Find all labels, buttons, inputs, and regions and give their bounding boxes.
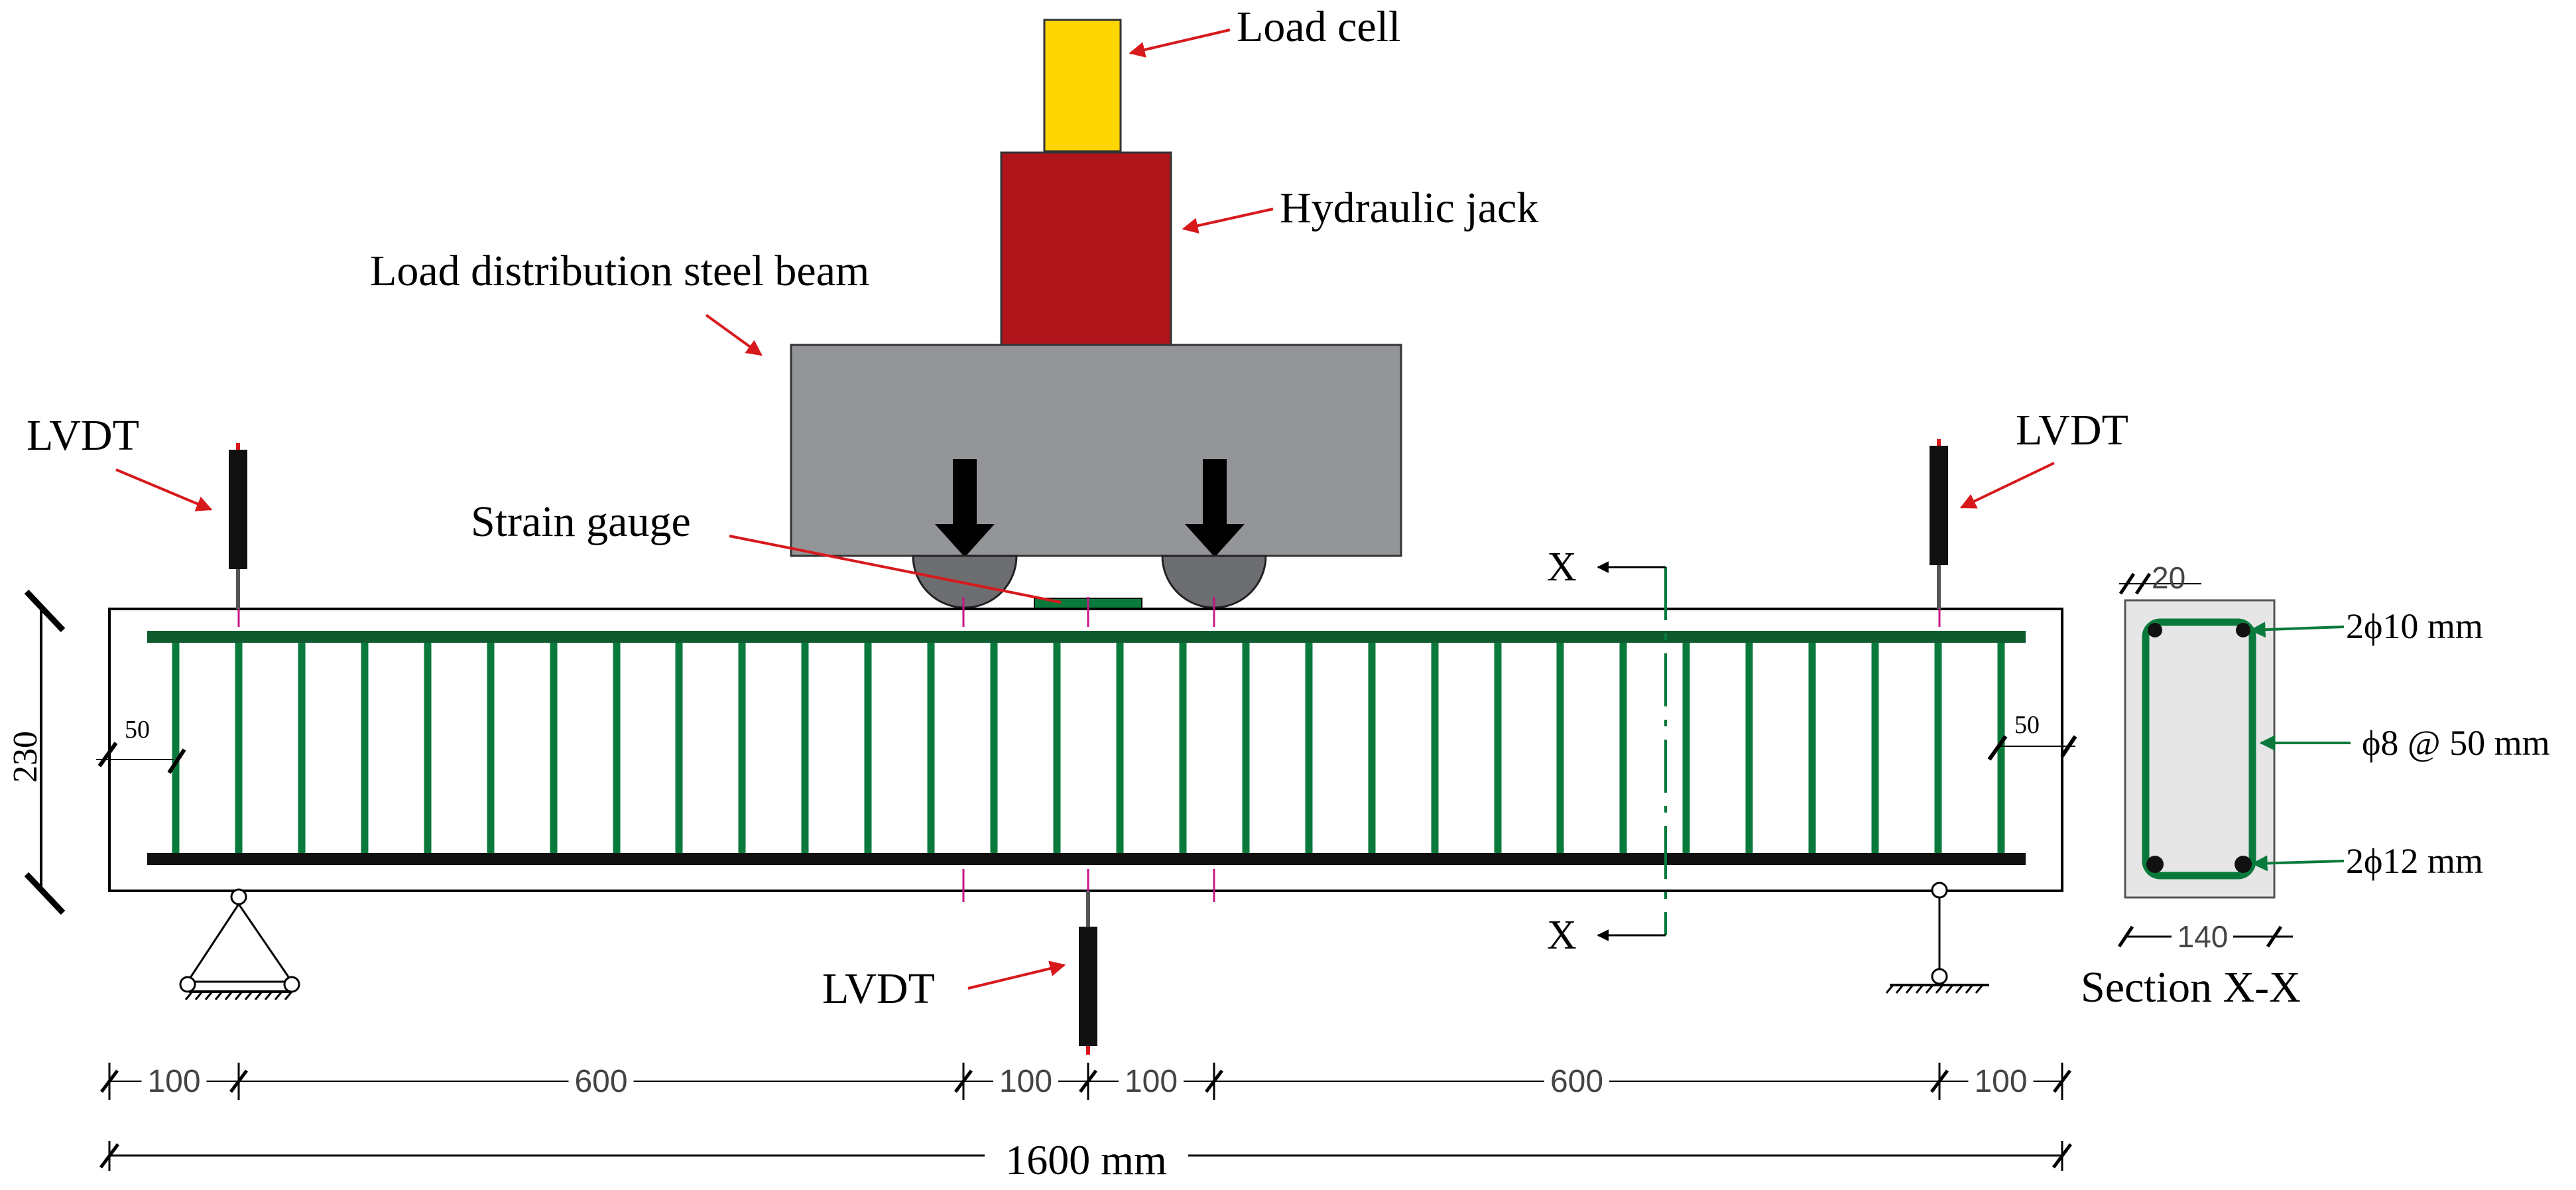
span-dimension-line: 100 600 100 100 600 100 (100, 1063, 2071, 1100)
span-segment-label: 100 (999, 1064, 1052, 1099)
bottom-bar-left (2146, 856, 2164, 873)
section-title: Section X-X (2081, 963, 2301, 1012)
top-bars-label: 2ϕ10 mm (2346, 606, 2483, 646)
lvdt-left-arrow (115, 468, 213, 511)
top-bar-left (2148, 623, 2162, 637)
load-cell (1043, 19, 1122, 153)
top-bar-right (2236, 623, 2250, 637)
lvdt-icon (1930, 439, 1948, 609)
span-tick-slash (100, 1069, 119, 1093)
total-length-label: 1600 mm (1005, 1136, 1167, 1183)
lvdt-icon (1079, 891, 1097, 1055)
stirrups-group (172, 635, 2005, 861)
hydraulic-jack-label: Hydraulic jack (1280, 184, 1538, 232)
span-tick-slash (1205, 1069, 1223, 1093)
span-label-bg (1119, 1065, 1184, 1097)
lvdt-bottom-arrow (967, 960, 1066, 990)
end-spacing-right (1987, 735, 2077, 761)
span-segment-label: 100 (147, 1064, 200, 1099)
lvdt-label-left: LVDT (27, 411, 139, 460)
strain-gauge-arrow (729, 535, 1062, 604)
cross-section-stirrup (2142, 618, 2256, 880)
load-arrow-icon (935, 459, 995, 557)
total-length-dimension (99, 1141, 2073, 1171)
bottom-bars-label: 2ϕ12 mm (2346, 841, 2483, 881)
span-label-bg (141, 1065, 207, 1097)
span-segment-label: 600 (1550, 1064, 1603, 1099)
span-tick-slash (1079, 1069, 1097, 1093)
span-segment-label: 100 (1974, 1064, 2027, 1099)
section-width-dimension (2117, 925, 2293, 948)
end-spacing-right-label: 50 (2014, 711, 2040, 739)
lvdt-icon (229, 443, 247, 609)
span-tick-slash (954, 1069, 973, 1093)
load-cell-label: Load cell (1237, 3, 1400, 51)
distribution-steel-beam (790, 344, 1402, 557)
hydraulic-jack-arrow (1182, 208, 1274, 234)
span-segment-label: 600 (574, 1064, 627, 1099)
concrete-beam (108, 608, 2063, 892)
beam-height-dimension (24, 589, 66, 915)
span-label-bg (568, 1065, 634, 1097)
lvdt-label-bottom: LVDT (822, 964, 935, 1013)
cover-dimension (2118, 572, 2201, 595)
span-label-bg (993, 1065, 1058, 1097)
load-cell-arrow (1129, 29, 1231, 58)
span-label-bg (1544, 1065, 1609, 1097)
section-marker-top: X (1547, 545, 1577, 590)
section-cut-line (1597, 561, 1667, 941)
pin-support-icon (179, 888, 300, 1000)
distribution-beam-label: Load distribution steel beam (370, 247, 869, 295)
top-bars-leader (2249, 622, 2345, 638)
span-segment-label: 100 (1125, 1064, 1178, 1099)
span-label-bg (1968, 1065, 2034, 1097)
lvdt-label-right: LVDT (2016, 406, 2128, 454)
roller-icon (1161, 555, 1267, 609)
strain-gauge-label: Strain gauge (471, 497, 691, 546)
stirrups-label: ϕ8 @ 50 mm (2362, 723, 2550, 763)
section-width-label: 140 (2177, 919, 2229, 954)
load-arrow-icon (1185, 459, 1245, 557)
end-spacing-left-label: 50 (125, 716, 150, 744)
bottom-bar-right (2235, 856, 2252, 873)
roller-support-icon (1885, 882, 1989, 994)
span-tick-slash (1930, 1069, 1949, 1093)
lvdt-right-arrow (1959, 462, 2055, 509)
bottom-bars-leader (2251, 855, 2345, 872)
cover-label: 20 (2152, 561, 2185, 595)
end-spacing-left (96, 742, 186, 774)
span-tick-slash (2053, 1069, 2071, 1093)
span-tick-slash (229, 1069, 248, 1093)
section-marker-bottom: X (1547, 913, 1577, 958)
hydraulic-jack (1000, 151, 1172, 348)
distribution-beam-arrow (705, 314, 763, 356)
beam-height-label: 230 (7, 731, 44, 783)
